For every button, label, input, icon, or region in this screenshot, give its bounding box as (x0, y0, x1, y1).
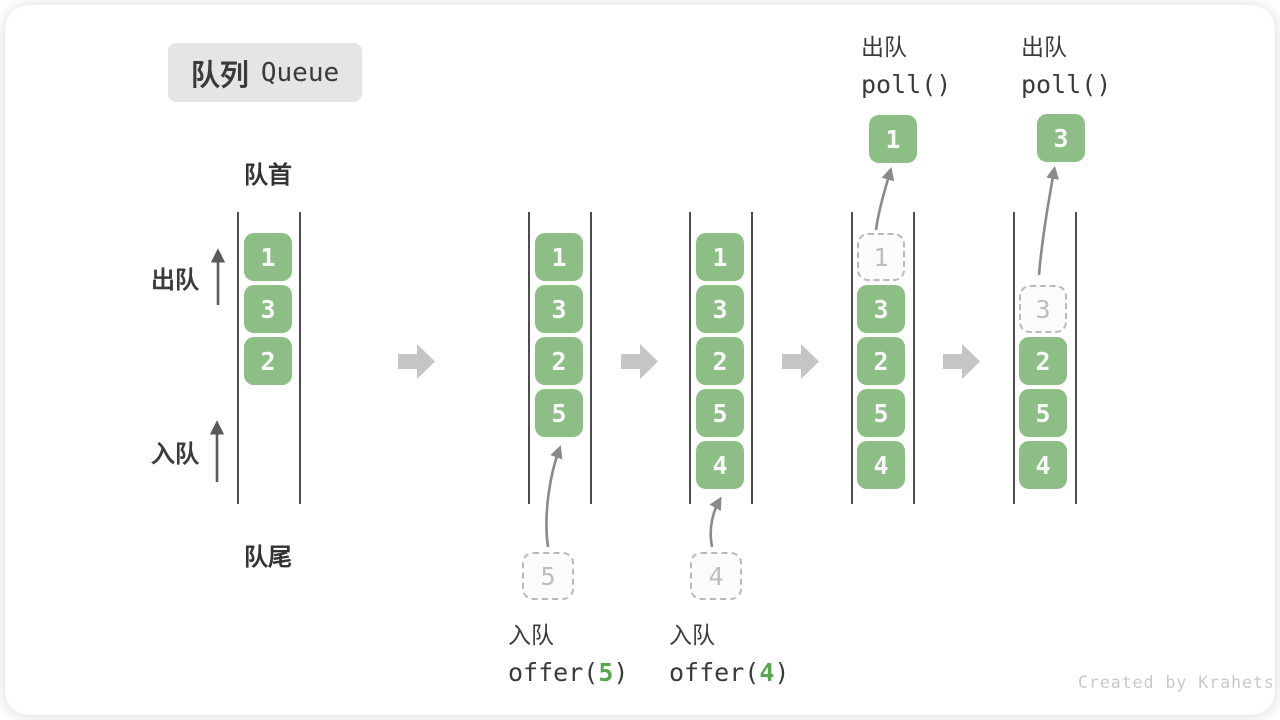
queue-element: 2 (535, 337, 583, 385)
queue-front-label: 队首 (244, 162, 292, 189)
queue-element: 5 (696, 389, 744, 437)
enqueue-caption: 入队 offer(4) (669, 616, 789, 687)
queue-element: 2 (857, 337, 905, 385)
dequeue-caption-code: poll() (861, 70, 952, 99)
queue-element: 2 (696, 337, 744, 385)
queue-wall (913, 212, 915, 504)
queue-element: 3 (857, 285, 905, 333)
queue-wall (851, 212, 853, 504)
enqueue-arg: 5 (598, 658, 614, 687)
enqueue-caption-zh: 入队 (669, 622, 715, 648)
queue-wall (1075, 212, 1077, 504)
queue-element: 1 (244, 233, 292, 281)
queue-wall (751, 212, 753, 504)
queue-element: 5 (1019, 389, 1067, 437)
queue-element: 2 (1019, 337, 1067, 385)
enqueue-caption-zh: 入队 (508, 622, 554, 648)
queue-element: 3 (535, 285, 583, 333)
enqueue-caption-code: offer(4) (669, 658, 790, 687)
queue-wall (237, 212, 239, 504)
dequeue-caption-zh: 出队 (1021, 34, 1067, 60)
queue-rear-label: 队尾 (244, 544, 292, 571)
title-zh: 队列 (190, 59, 249, 92)
queue-element: 4 (1019, 441, 1067, 489)
title-en: Queue (260, 57, 340, 88)
queue-element: 5 (535, 389, 583, 437)
queue-element: 4 (696, 441, 744, 489)
dequeue-caption-code: poll() (1021, 70, 1112, 99)
queue-element: 4 (857, 441, 905, 489)
queue-element: 5 (857, 389, 905, 437)
enqueue-side-label: 入队 (151, 441, 199, 468)
popped-element-box: 3 (1037, 114, 1085, 162)
dequeue-side-label: 出队 (151, 267, 199, 294)
queue-wall (299, 212, 301, 504)
title-badge: 队列 Queue (168, 43, 362, 102)
diagram-card (5, 5, 1275, 715)
dequeue-caption-zh: 出队 (861, 34, 907, 60)
pending-element-box: 4 (690, 552, 742, 600)
dequeue-caption: 出队 poll() (861, 28, 951, 99)
enqueue-caption: 入队 offer(5) (508, 616, 628, 687)
dequeue-caption: 出队 poll() (1021, 28, 1111, 99)
pending-element-box: 5 (522, 552, 574, 600)
queue-element: 1 (535, 233, 583, 281)
queue-wall (689, 212, 691, 504)
popped-element-box: 1 (869, 115, 917, 163)
queue-element: 2 (244, 337, 292, 385)
queue-wall (590, 212, 592, 504)
queue-wall (528, 212, 530, 504)
removed-slot-box: 3 (1019, 285, 1067, 333)
queue-element: 1 (696, 233, 744, 281)
queue-wall (1013, 212, 1015, 504)
watermark: Created by Krahets (1078, 673, 1275, 692)
enqueue-arg: 4 (759, 658, 775, 687)
queue-element: 3 (244, 285, 292, 333)
enqueue-caption-code: offer(5) (508, 658, 629, 687)
removed-slot-box: 1 (857, 233, 905, 281)
queue-element: 3 (696, 285, 744, 333)
